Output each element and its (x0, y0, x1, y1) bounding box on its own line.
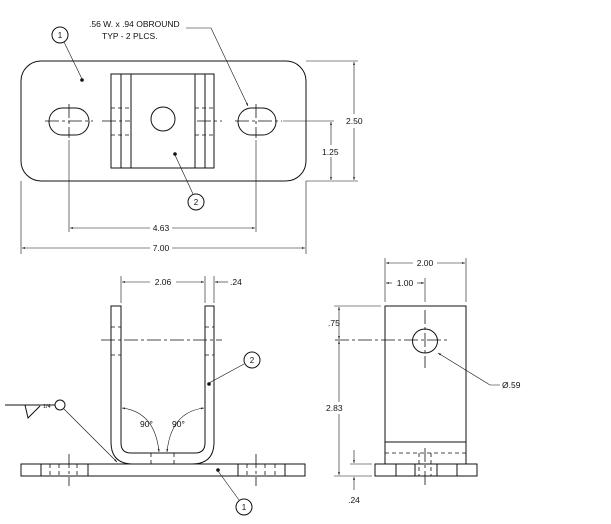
dim-side-width: 2.00 (417, 258, 434, 268)
angle-left: 90° (140, 419, 153, 429)
dim-half-height: 1.25 (322, 147, 339, 157)
dim-hole-from-top: .75 (328, 318, 340, 328)
slot-note-line2: TYP - 2 PLCS. (102, 31, 158, 41)
dim-hole-height: 2.83 (326, 403, 343, 413)
slot-note-line1: .56 W. x .94 OBROUND (89, 19, 180, 29)
balloon-2 (187, 193, 205, 211)
balloon-2-label: 2 (194, 198, 199, 207)
dim-slot-spacing: 4.63 (153, 223, 170, 233)
dim-hole-offset: 1.00 (397, 278, 414, 288)
side-bracket (384, 305, 467, 465)
front-balloon-2-label: 2 (250, 356, 255, 365)
front-balloon-2 (243, 351, 261, 369)
slot-right (237, 107, 277, 136)
side-view: 2.00 1.00 .75 2.83 .24 Ø.59 (325, 258, 521, 505)
front-balloon-1-label: 1 (242, 503, 247, 512)
top-view: 1 2 .56 W. x .94 OBROUND TYP - 2 PLCS. 2… (20, 19, 363, 254)
side-base-plate (374, 463, 478, 477)
u-bracket (110, 305, 215, 465)
hole-diameter: Ø.59 (502, 380, 521, 390)
dim-length: 7.00 (153, 243, 170, 253)
dim-thickness: .24 (230, 277, 242, 287)
angle-right: 90° (172, 419, 185, 429)
front-balloon-1 (235, 498, 253, 516)
dim-plate-thickness: .24 (348, 495, 360, 505)
dim-inner-width: 2.06 (155, 277, 172, 287)
balloon-1-label: 1 (58, 31, 63, 40)
front-view: 90° 90° 2.06 .24 2 1 1/4 (5, 276, 306, 516)
bracket-hole (150, 106, 176, 132)
dim-height: 2.50 (346, 116, 363, 126)
weld-symbol: 1/4 (5, 399, 118, 463)
weld-size: 1/4 (43, 404, 51, 410)
front-base-plate (20, 463, 306, 477)
balloon-1 (51, 26, 69, 44)
